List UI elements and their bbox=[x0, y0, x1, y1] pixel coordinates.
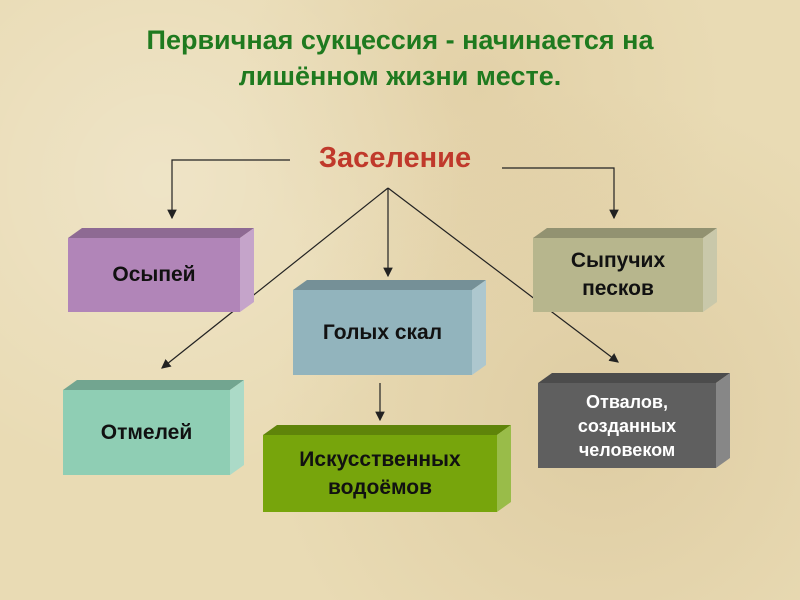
title-line-2: лишённом жизни месте. bbox=[238, 61, 562, 91]
box-shape-artificial-reservoirs bbox=[263, 425, 511, 512]
box-man-made-dumps: Отвалов, созданных человеком bbox=[538, 383, 716, 468]
box-side-face bbox=[716, 373, 730, 468]
box-label: водоёмов bbox=[327, 475, 432, 499]
box-artificial-reservoirs: Искусственных водоёмов bbox=[263, 435, 497, 512]
box-front-face bbox=[68, 238, 240, 312]
box-shape-shallows bbox=[63, 380, 244, 475]
slide-title: Первичная сукцессия - начинается на лишё… bbox=[0, 22, 800, 94]
box-label: человеком bbox=[578, 439, 676, 460]
bracket-arrow-left bbox=[167, 159, 290, 220]
title-line-1: Первичная сукцессия - начинается на bbox=[146, 25, 654, 55]
box-label: песков bbox=[582, 277, 654, 300]
box-side-face bbox=[497, 425, 511, 512]
box-label: Осыпей bbox=[112, 263, 196, 286]
box-label: Сыпучих bbox=[570, 249, 666, 272]
box-shifting-sands: Сыпучих песков bbox=[533, 238, 703, 312]
bracket-arrow-right bbox=[502, 167, 619, 220]
box-front-face bbox=[293, 290, 472, 375]
box-label: Искусственных bbox=[299, 447, 461, 471]
box-side-face bbox=[230, 380, 244, 475]
box-shape-scree bbox=[68, 228, 254, 312]
box-side-face bbox=[703, 228, 717, 312]
box-front-face bbox=[263, 435, 497, 512]
arrow-to-dumps bbox=[387, 187, 619, 363]
box-bare-rocks: Голых скал bbox=[293, 290, 472, 375]
box-label: Отмелей bbox=[100, 420, 193, 444]
box-top-face bbox=[533, 228, 717, 238]
box-shallows: Отмелей bbox=[63, 390, 230, 475]
box-shape-shifting-sands bbox=[533, 228, 717, 312]
box-side-face bbox=[472, 280, 486, 375]
box-front-face bbox=[538, 383, 716, 468]
center-node-settlement: Заселение bbox=[318, 142, 472, 174]
box-label: Голых скал bbox=[322, 320, 443, 344]
box-top-face bbox=[263, 425, 511, 435]
box-top-face bbox=[68, 228, 254, 238]
box-label: созданных bbox=[577, 415, 677, 436]
box-front-face bbox=[63, 390, 230, 475]
box-top-face bbox=[538, 373, 730, 383]
box-top-face bbox=[63, 380, 244, 390]
arrow-to-shallows bbox=[161, 187, 389, 369]
box-scree: Осыпей bbox=[68, 238, 240, 312]
box-front-face bbox=[533, 238, 703, 312]
box-shape-bare-rocks bbox=[293, 280, 486, 375]
box-shape-man-made-dumps bbox=[538, 373, 730, 468]
box-top-face bbox=[293, 280, 486, 290]
box-side-face bbox=[240, 228, 254, 312]
box-label: Отвалов, bbox=[586, 391, 668, 412]
